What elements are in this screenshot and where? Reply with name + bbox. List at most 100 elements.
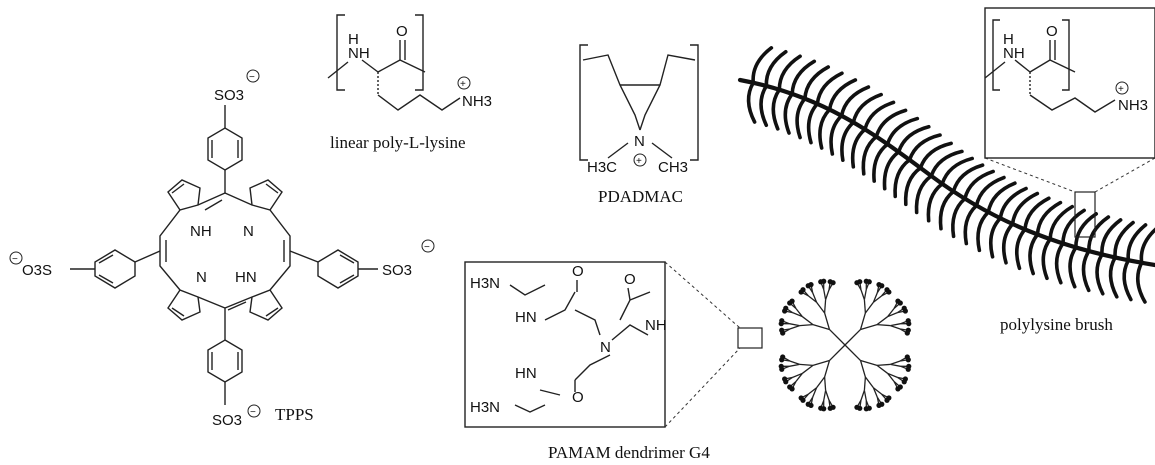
dendrimer-end-group xyxy=(778,363,784,369)
dendrimer-branch xyxy=(792,372,803,378)
brush-bristle xyxy=(790,59,817,96)
dendrimer-branch xyxy=(872,387,878,398)
brush-bristle xyxy=(1126,223,1148,263)
brush-bristle xyxy=(1081,249,1091,293)
brush-bristle xyxy=(1061,208,1086,246)
brush-bristle xyxy=(764,49,788,88)
pamam-zoom-marker xyxy=(737,327,763,349)
brush-bristle xyxy=(1035,200,1063,237)
dendrimer-branch xyxy=(864,301,874,314)
dendrimer-branch xyxy=(812,292,818,303)
brush-bristle xyxy=(1023,196,1051,232)
brush-bristle xyxy=(989,216,1003,259)
porphyrin-core xyxy=(159,179,291,321)
brush-bristle xyxy=(1100,218,1123,257)
tpps-right-phenyl xyxy=(289,249,378,289)
tpps-hn-label: HN xyxy=(235,269,257,286)
tpps-top-charge: − xyxy=(249,72,255,83)
dendrimer-end-group xyxy=(905,366,911,372)
dendrimer-branch xyxy=(863,376,867,391)
dendrimer-branch xyxy=(887,372,898,378)
brush-bristle xyxy=(818,107,832,150)
dendrimer-end-group xyxy=(866,279,872,285)
brush-bristle xyxy=(850,127,867,169)
pamam-zoom-line-bottom xyxy=(664,347,741,428)
pdadmac-n-label: N xyxy=(634,133,645,150)
brush-zoom-box xyxy=(984,7,1155,159)
brush-bristle xyxy=(963,169,995,201)
dendrimer-branch xyxy=(887,312,898,318)
dendrimer-end-group xyxy=(800,287,806,293)
dendrimer-end-group xyxy=(901,379,907,385)
dendrimer-branch xyxy=(792,312,803,318)
dendrimer-end-group xyxy=(780,354,786,360)
dendrimer-end-group xyxy=(808,282,814,288)
dendrimer-end-group xyxy=(906,321,912,327)
brush-bristle xyxy=(1122,258,1133,302)
pll-o-label: O xyxy=(396,23,408,40)
dendrimer-branch xyxy=(887,373,895,383)
brush-bristle xyxy=(851,92,883,125)
dendrimer-branch xyxy=(816,301,826,314)
pll-h-label: H xyxy=(348,31,359,48)
dendrimer-branch xyxy=(859,360,867,378)
tpps-left-charge: − xyxy=(12,254,18,265)
dendrimer-end-group xyxy=(830,280,836,286)
pamam-hn-bottom: HN xyxy=(515,365,537,382)
brush-bristle xyxy=(829,113,844,156)
dendrimer-branch xyxy=(799,323,814,327)
charge-circle xyxy=(1115,81,1129,95)
brush-bristle xyxy=(771,87,782,131)
dendrimer-end-group xyxy=(886,289,892,295)
brush-bristle xyxy=(751,46,774,85)
charge-circle xyxy=(457,76,471,90)
tpps-left-o3s: O3S xyxy=(22,262,52,279)
pamam-n-center: N xyxy=(600,339,611,356)
brush-bristle xyxy=(827,78,858,112)
brush-bristle xyxy=(1048,204,1075,241)
brush-bristle xyxy=(914,174,934,215)
dendrimer-end-group xyxy=(787,384,793,390)
pamam-structure: H3N HN O N NH O HN O H3N PAMAM dendrimer… xyxy=(464,261,912,462)
charge-circle xyxy=(9,251,23,265)
dendrimer-branch xyxy=(863,390,867,401)
dendrimer-end-group xyxy=(779,327,785,333)
tpps-structure: NH N N HN SO3 − SO3 − xyxy=(9,69,435,429)
brush-bristle xyxy=(1001,222,1015,265)
pll-nh3-label: NH3 xyxy=(462,93,492,110)
dendrimer-branch xyxy=(863,289,867,300)
dendrimer-branch xyxy=(823,390,827,401)
pamam-h3n-bottom: H3N xyxy=(470,399,500,416)
dendrimer-branch xyxy=(860,289,866,300)
dendrimer-branch xyxy=(863,299,867,314)
dendrimer-end-group xyxy=(879,283,885,289)
dendrimer-branch xyxy=(812,387,818,398)
linear-polylysine-structure: NH H O NH3 + linear poly-L-lysine xyxy=(327,14,492,152)
dendrimer-branch xyxy=(789,324,800,330)
dendrimer-branch xyxy=(801,316,814,326)
pdadmac-ch3-label: CH3 xyxy=(658,159,688,176)
brush-bristle xyxy=(907,133,942,162)
dendrimer-branch xyxy=(807,387,817,395)
dendrimer-end-group xyxy=(897,300,903,306)
dendrimer-end-group xyxy=(905,357,911,363)
brush-bristle xyxy=(1054,241,1065,285)
dendrimer-branch xyxy=(860,390,866,401)
dendrimer-branch xyxy=(823,299,827,314)
pamam-hn-top: HN xyxy=(515,309,537,326)
brush-caption: polylysine brush xyxy=(1000,315,1113,334)
dendrimer-end-group xyxy=(782,376,788,382)
brush-bristle xyxy=(918,141,953,170)
brush-bristle xyxy=(1108,255,1119,299)
brush-bristle xyxy=(777,54,802,92)
brush-bristle xyxy=(815,71,844,106)
brush-charge: + xyxy=(1118,84,1124,95)
brush-bristles xyxy=(746,46,1155,304)
dendrimer-end-group xyxy=(821,278,827,284)
pamam-zoom-line-top xyxy=(664,261,741,329)
dendrimer-branch xyxy=(864,376,874,389)
brush-bristle xyxy=(1028,232,1040,276)
dendrimer-branch xyxy=(807,295,817,303)
dendrimer-end-group xyxy=(895,386,901,392)
